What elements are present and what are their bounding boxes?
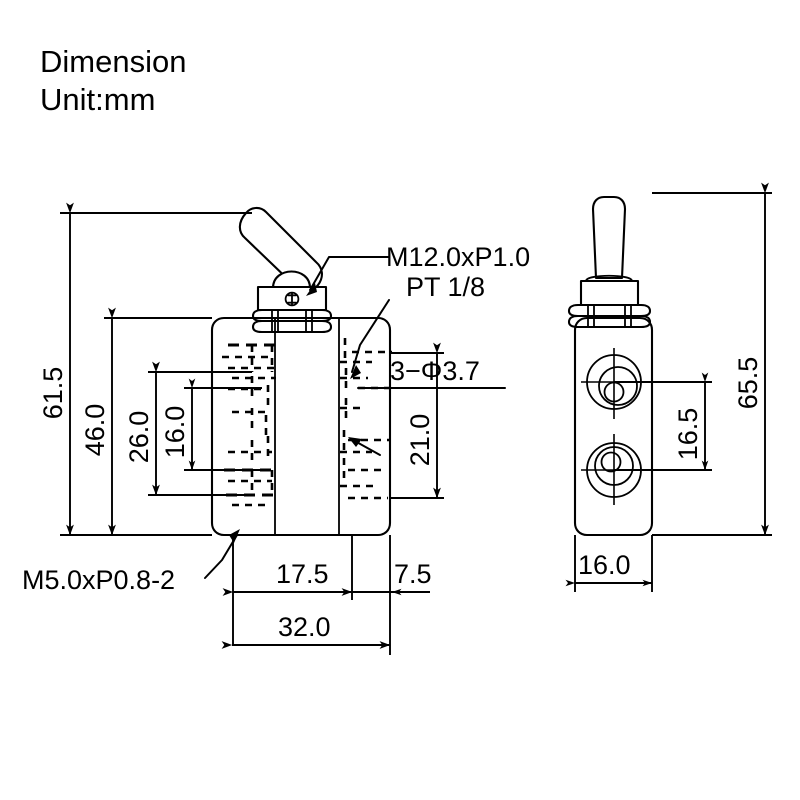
side-threaded-collar (567, 303, 652, 329)
side-view (567, 195, 654, 537)
leader-arrow-mount (229, 529, 240, 543)
toggle-lever[interactable] (238, 206, 323, 292)
dim-body-height: 46.0 (80, 404, 110, 457)
dim-port-span: 26.0 (124, 411, 154, 464)
side-port-upper (581, 348, 650, 419)
side-lever (591, 195, 627, 280)
valve-body-outline (210, 316, 392, 537)
note-mounting-thread: M5.0xP0.8-2 (22, 565, 175, 595)
hex-screw-icon (284, 291, 300, 307)
dim-overall-height: 61.5 (38, 367, 68, 420)
hidden-port-right (340, 338, 392, 500)
title-line-2: Unit:mm (40, 82, 155, 117)
leader-thread-collar (309, 256, 390, 291)
dim-port-center-span: 16.0 (160, 406, 190, 459)
side-body-outline (573, 316, 654, 537)
leader-arrow-collar (306, 283, 317, 296)
dim-right-port-height: 21.0 (405, 414, 435, 467)
leader-arrow-hole (348, 437, 362, 447)
dim-left-offset: 17.5 (276, 559, 329, 589)
leader-arrow-pt (350, 365, 361, 379)
leader-mounting-thread (204, 534, 238, 579)
note-hole-callout: 3−Φ3.7 (390, 356, 480, 386)
side-lever-cap (579, 279, 640, 307)
hidden-port-left-mid (232, 408, 268, 435)
dim-right-offset: 7.5 (394, 559, 432, 589)
note-thread-line-1: M12.0xP1.0 (386, 242, 530, 272)
threaded-collar (251, 308, 333, 334)
title-line-1: Dimension (40, 44, 186, 79)
leader-pt-port (351, 299, 390, 373)
dim-port-spacing: 16.5 (673, 408, 703, 461)
note-thread-line-2: PT 1/8 (406, 272, 485, 302)
dim-overall-width: 32.0 (278, 612, 331, 642)
dim-overall-height-side: 65.5 (733, 357, 763, 410)
hidden-port-left-upper (222, 343, 278, 405)
dim-body-depth: 16.0 (578, 550, 631, 580)
